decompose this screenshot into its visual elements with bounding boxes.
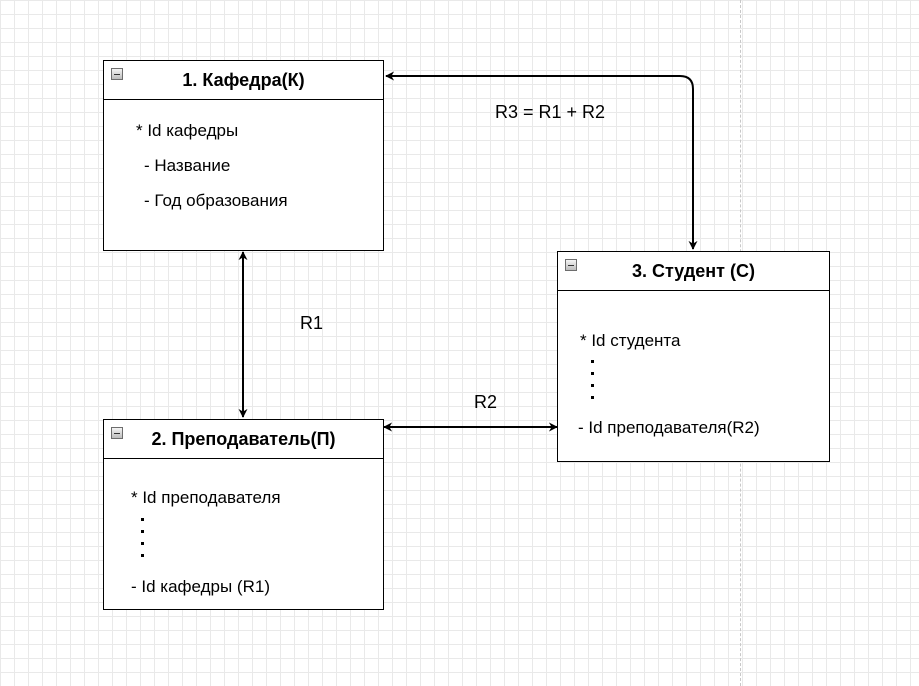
relation-r3-line[interactable] [385, 71, 698, 250]
entity-kafedra-title: 1. Кафедра(К) [182, 69, 305, 90]
entity-student-header: 3. Студент (С) [558, 252, 829, 291]
entity-student-title: 3. Студент (С) [632, 260, 755, 281]
entity-student-field-prepodavatel: - Id преподавателя(R2) [578, 418, 760, 437]
collapse-icon[interactable] [111, 68, 123, 80]
ellipsis-dots [141, 518, 145, 566]
entity-student-field-id: * Id студента [580, 331, 681, 350]
collapse-icon[interactable] [565, 259, 577, 271]
entity-kafedra-field-name: - Название [144, 156, 231, 175]
entity-prepodavatel-field-id: * Id преподавателя [131, 488, 281, 507]
relation-r1-label: R1 [300, 313, 324, 333]
entity-prepodavatel-field-kafedra: - Id кафедры (R1) [131, 577, 270, 596]
entity-kafedra-field-id: * Id кафедры [136, 121, 239, 140]
entity-student[interactable]: 3. Студент (С) * Id студента - Id препод… [557, 251, 830, 462]
ellipsis-dots [591, 360, 595, 408]
entity-kafedra[interactable]: 1. Кафедра(К) * Id кафедры - Название - … [103, 60, 384, 251]
relation-r3-label: R3 = R1 + R2 [495, 102, 606, 122]
relation-r2-label: R2 [474, 392, 498, 412]
entity-prepodavatel[interactable]: 2. Преподаватель(П) * Id преподавателя -… [103, 419, 384, 610]
entity-kafedra-field-year: - Год образования [144, 191, 288, 210]
entity-prepodavatel-header: 2. Преподаватель(П) [104, 420, 383, 459]
entity-kafedra-header: 1. Кафедра(К) [104, 61, 383, 100]
collapse-icon[interactable] [111, 427, 123, 439]
entity-prepodavatel-title: 2. Преподаватель(П) [151, 428, 336, 449]
